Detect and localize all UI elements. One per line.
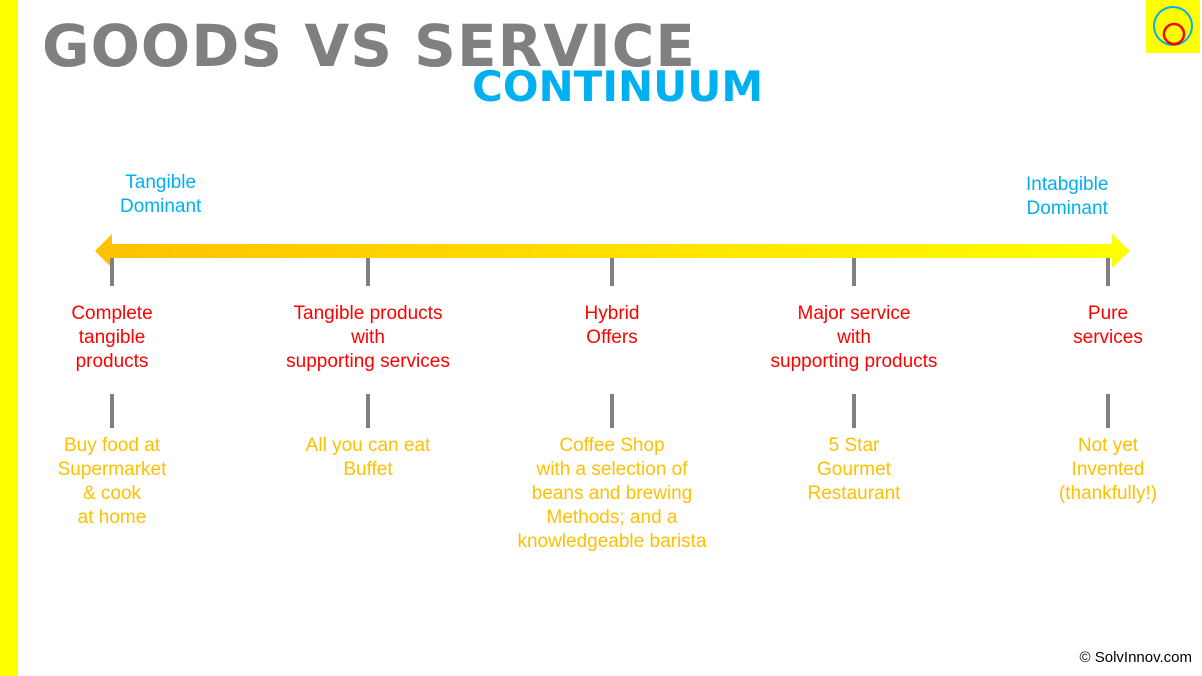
connector-tick xyxy=(1106,394,1110,428)
axis-tick xyxy=(1106,258,1110,286)
axis-tick xyxy=(110,258,114,286)
example-label: All you can eat Buffet xyxy=(305,435,431,480)
copyright: © SolvInnov.com xyxy=(1079,649,1193,666)
example-label: Not yet Invented (thankfully!) xyxy=(1058,435,1158,504)
left-accent-bar xyxy=(0,0,18,676)
right-end-label: Intabgible Dominant xyxy=(1026,174,1109,219)
axis-tick xyxy=(852,258,856,286)
example-label: 5 Star Gourmet Restaurant xyxy=(807,435,901,504)
category-label: Pure services xyxy=(1073,303,1143,348)
category-label: Hybrid Offers xyxy=(584,303,640,348)
connector-tick xyxy=(366,394,370,428)
left-end-label: Tangible Dominant xyxy=(120,172,202,217)
example-label: Buy food at Supermarket & cook at home xyxy=(57,435,167,528)
logo xyxy=(1146,0,1200,53)
connector-tick xyxy=(852,394,856,428)
category-label: Tangible products with supporting servic… xyxy=(286,303,450,372)
axis-tick xyxy=(366,258,370,286)
title-line2: CONTINUUM xyxy=(472,62,764,111)
connector-tick xyxy=(110,394,114,428)
axis-tick xyxy=(610,258,614,286)
category-label: Major service with supporting products xyxy=(770,303,938,372)
category-label: Complete tangible products xyxy=(71,303,153,372)
example-label: Coffee Shop with a selection of beans an… xyxy=(517,435,707,552)
title-line1: GOODS VS SERVICE xyxy=(42,12,696,80)
connector-tick xyxy=(610,394,614,428)
continuum-arrow xyxy=(95,234,1130,268)
